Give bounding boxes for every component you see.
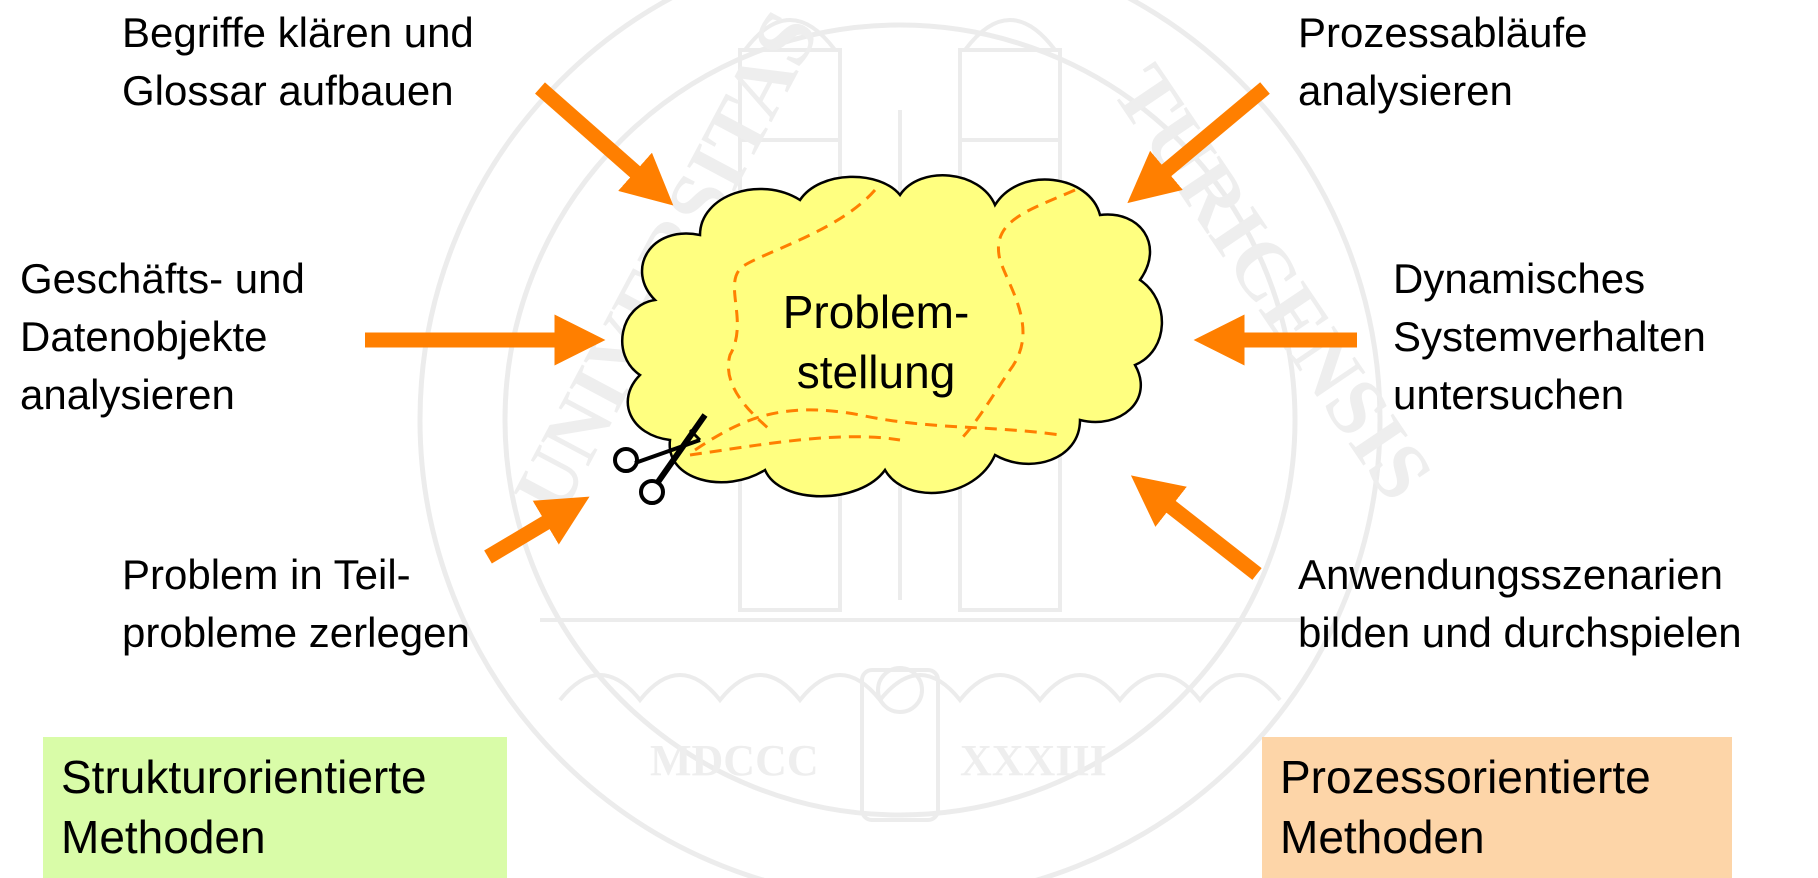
process-oriented-methods-box: Prozessorientierte Methoden: [1262, 737, 1732, 878]
label-line: probleme zerlegen: [122, 609, 470, 656]
box-line: Methoden: [61, 811, 266, 863]
label-line: analysieren: [1298, 67, 1513, 114]
label-line: bilden und durchspielen: [1298, 609, 1742, 656]
problem-line-2: stellung: [796, 346, 956, 398]
box-line: Strukturorientierte: [61, 751, 427, 803]
label-line: Geschäfts- und: [20, 255, 305, 302]
label-decompose-problem: Problem in Teil- probleme zerlegen: [122, 546, 470, 662]
label-line: Anwendungsszenarien: [1298, 551, 1723, 598]
label-dynamic-behavior: Dynamisches Systemverhalten untersuchen: [1393, 250, 1706, 424]
label-line: Dynamisches: [1393, 255, 1646, 302]
problem-statement-label: Problem- stellung: [746, 282, 1006, 402]
label-line: Problem in Teil-: [122, 551, 411, 598]
box-line: Methoden: [1280, 811, 1485, 863]
arrow-top-right: [1127, 82, 1270, 204]
label-line: analysieren: [20, 371, 235, 418]
scissors-icon: [613, 413, 708, 505]
box-line: Prozessorientierte: [1280, 751, 1651, 803]
label-line: Begriffe klären und: [122, 9, 474, 56]
label-terms-glossary: Begriffe klären und Glossar aufbauen: [122, 4, 474, 120]
label-line: Prozessabläufe: [1298, 9, 1588, 56]
arrow-bottom-left: [484, 496, 590, 564]
label-process-flows: Prozessabläufe analysieren: [1298, 4, 1588, 120]
label-line: Datenobjekte: [20, 313, 268, 360]
label-business-data-objects: Geschäfts- und Datenobjekte analysieren: [20, 250, 305, 424]
seal-year-right: XXXIII: [960, 736, 1107, 785]
problem-line-1: Problem-: [782, 286, 970, 338]
label-use-scenarios: Anwendungsszenarien bilden und durchspie…: [1298, 546, 1742, 662]
structure-oriented-methods-box: Strukturorientierte Methoden: [43, 737, 507, 878]
arrow-bottom-right: [1130, 475, 1262, 580]
label-line: untersuchen: [1393, 371, 1625, 418]
label-line: Glossar aufbauen: [122, 67, 454, 114]
arrow-top-left: [535, 82, 674, 206]
problem-cloud: [621, 174, 1164, 498]
label-line: Systemverhalten: [1393, 313, 1706, 360]
seal-year-left: MDCCC: [650, 736, 819, 785]
